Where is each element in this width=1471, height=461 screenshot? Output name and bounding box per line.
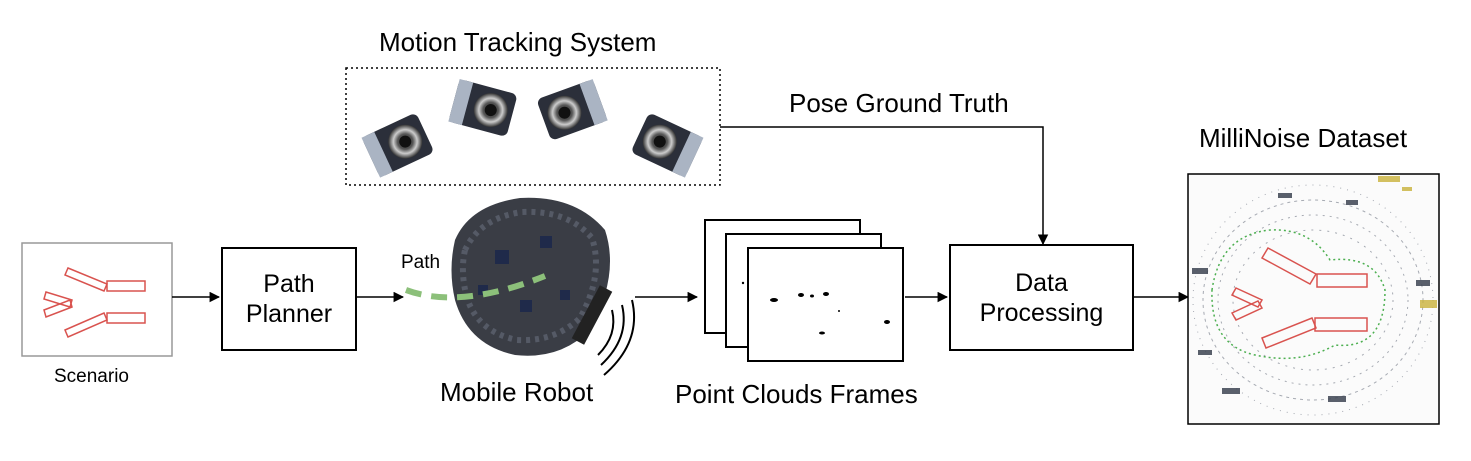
motion-tracking-title: Motion Tracking System bbox=[379, 27, 657, 57]
camera-icon bbox=[448, 78, 517, 136]
camera-icon bbox=[632, 114, 704, 178]
path-planner-label: Path Planner bbox=[245, 270, 333, 328]
dataset-red-boxes bbox=[1230, 246, 1368, 349]
dataset-yellow-clusters bbox=[1378, 176, 1437, 308]
frame-front bbox=[747, 247, 904, 362]
dataset-image-frame bbox=[1187, 173, 1440, 425]
scenario-shapes bbox=[43, 267, 146, 338]
dataset-dark-clusters bbox=[1192, 193, 1430, 402]
pose-connector bbox=[720, 126, 1049, 246]
dataset-green-contour bbox=[1211, 229, 1386, 360]
dataset-title: MilliNoise Dataset bbox=[1199, 123, 1408, 153]
data-processing-box: Data Processing bbox=[949, 244, 1134, 351]
path-label: Path bbox=[401, 252, 441, 273]
point-clouds-label: Point Clouds Frames bbox=[675, 379, 918, 409]
camera-icon bbox=[361, 114, 433, 178]
data-processing-label: Data Processing bbox=[979, 268, 1104, 327]
signal-waves-icon bbox=[597, 299, 636, 376]
camera-icon bbox=[537, 79, 608, 140]
pose-ground-truth-label: Pose Ground Truth bbox=[789, 88, 1009, 118]
point-cloud-points bbox=[741, 281, 890, 335]
robot-icon bbox=[451, 197, 613, 356]
path-planner-box: Path Planner bbox=[221, 247, 357, 351]
scenario-label: Scenario bbox=[54, 366, 129, 387]
robot-path-line bbox=[404, 273, 547, 301]
motion-tracking-frame bbox=[345, 67, 721, 186]
mobile-robot-label: Mobile Robot bbox=[440, 377, 594, 407]
